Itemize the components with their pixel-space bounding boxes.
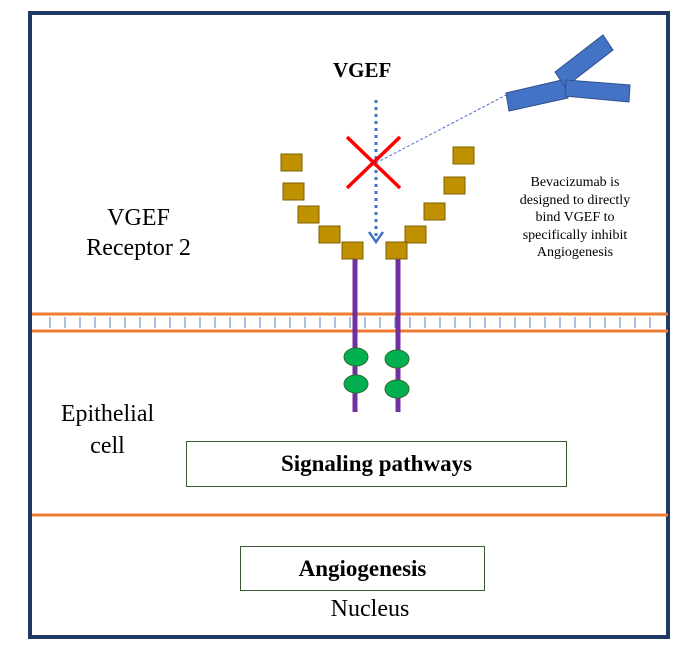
kinase-domain (384, 349, 410, 369)
x-mark-stroke (345, 135, 402, 190)
receptor-domain (341, 241, 364, 260)
kinase-domain (384, 379, 410, 399)
antibody-arm (505, 78, 569, 112)
ligand-binding-arrow (367, 100, 385, 245)
drug-description: Bevacizumab is designed to directly bind… (500, 174, 650, 262)
cell-frame (28, 11, 670, 639)
antibody-arm (554, 34, 614, 88)
drug-description-line: Angiogenesis (536, 245, 614, 260)
nucleus-label: Nucleus (330, 596, 410, 622)
drug-description-line: bind VGEF to (535, 210, 615, 225)
receptor-label: VGEF Receptor 2 (76, 203, 201, 263)
receptor-label-line: Receptor 2 (86, 235, 191, 261)
signaling-pathways-box: Signaling pathways (186, 441, 567, 487)
receptor-label-line: VGEF (107, 205, 170, 231)
receptor-domain (423, 202, 446, 221)
receptor-right (384, 146, 475, 412)
drug-description-line: specifically inhibit (522, 227, 628, 243)
receptor-domain (282, 182, 305, 201)
cell-label-line: cell (90, 433, 125, 459)
angiogenesis-box: Angiogenesis (240, 546, 485, 591)
drug-description-line: designed to directly (519, 192, 631, 208)
ligand-arrow-head (367, 231, 385, 245)
receptor-domain (318, 225, 341, 244)
receptor-domain (385, 241, 408, 260)
receptor-domain (404, 225, 427, 244)
antibody-binding-line (375, 92, 511, 164)
kinase-domain (343, 347, 369, 367)
drug-description-line: Bevacizumab is (530, 175, 620, 190)
antibody-arm (564, 79, 631, 103)
cell-label-line: Epithelial (60, 401, 155, 427)
receptor-domain (297, 205, 320, 224)
cell-label: Epithelial cell (50, 398, 165, 462)
inhibition-x-mark (345, 135, 402, 190)
membrane-ticks (49, 317, 651, 328)
receptor-domain (452, 146, 475, 165)
receptor-domain (280, 153, 303, 172)
receptor-left (280, 153, 369, 412)
kinase-domain (343, 374, 369, 394)
ligand-label: VGEF (333, 58, 392, 82)
bevacizumab-antibody-icon (505, 34, 631, 112)
receptor-domain (443, 176, 466, 195)
plasma-membrane (32, 312, 668, 333)
